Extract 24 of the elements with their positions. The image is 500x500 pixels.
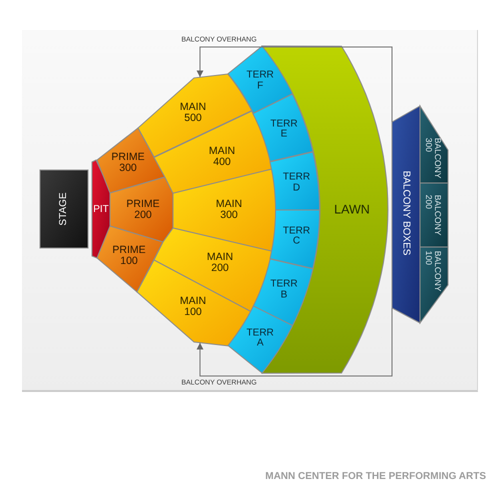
caption: MANN CENTER FOR THE PERFORMING ARTS [265,471,486,482]
section-label: BALCONY 200 [424,194,442,236]
section-label: BALCONY 100 [424,250,442,292]
section-label: TERR A [246,328,274,350]
section-label: MAIN 300 [216,198,242,221]
section-label: TERR F [246,70,274,92]
section-label: TERR D [282,172,310,194]
section-label: BALCONY 300 [424,138,442,178]
section-label: MAIN 500 [180,102,206,124]
bracket-arrow [196,308,392,376]
section-label: MAIN 100 [180,296,206,318]
section-label: PRIME 300 [111,152,145,174]
section-label: STAGE [58,192,70,226]
section-label: TERR E [270,119,298,140]
section-label: MAIN 400 [208,146,236,168]
section-label: TERR C [282,226,310,248]
section-label: PRIME 100 [112,244,146,268]
section-label: TERR B [270,280,298,301]
section-label: BALCONY BOXES [400,170,410,256]
section-label: PRIME 200 [126,198,160,222]
section-label: LAWN [334,203,370,217]
section-label: PIT [93,204,109,216]
bracket-arrow [196,46,392,122]
section-label: MAIN 200 [206,252,234,274]
